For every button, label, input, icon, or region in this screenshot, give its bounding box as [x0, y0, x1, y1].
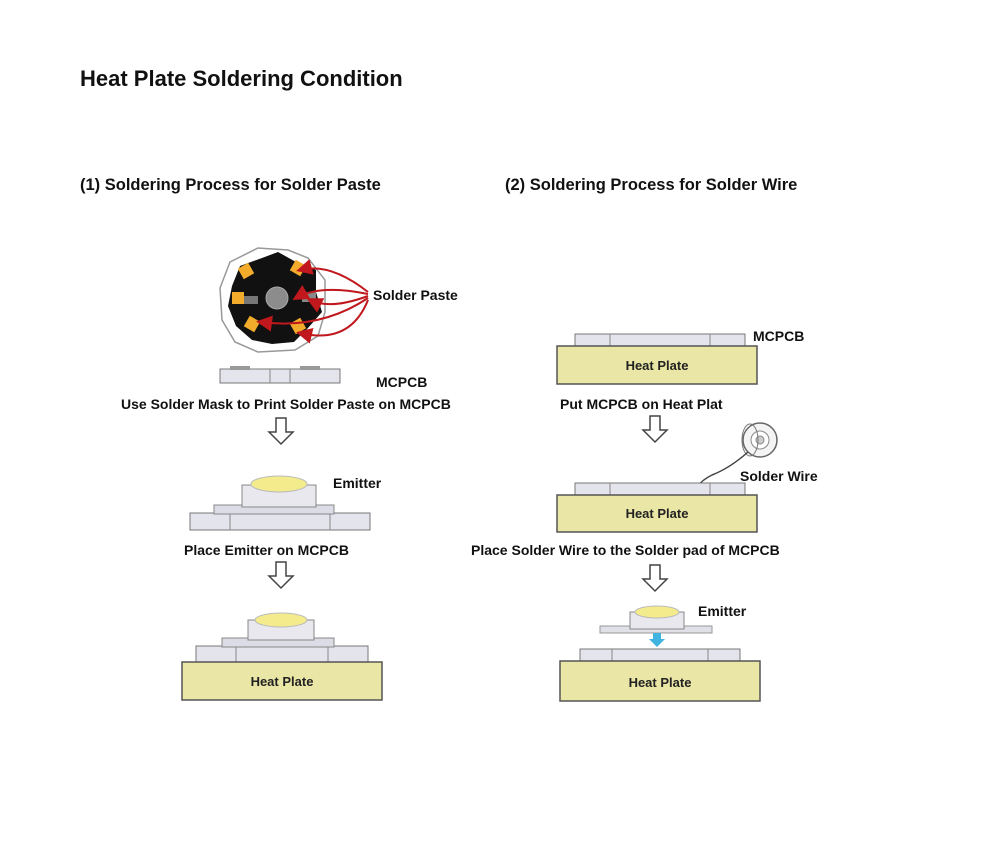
- hollow-down-arrow-icon: [642, 564, 668, 592]
- emitter-label: Emitter: [333, 475, 382, 491]
- right-step1-caption: Put MCPCB on Heat Plat: [560, 396, 723, 412]
- mcpcb-label: MCPCB: [753, 328, 805, 344]
- solder-paste-label: Solder Paste: [373, 287, 458, 303]
- page-title: Heat Plate Soldering Condition: [80, 66, 403, 91]
- emitter-on-mcpcb: [189, 475, 371, 531]
- heat-plate-label: Heat Plate: [626, 506, 689, 521]
- solder-wire-spool-icon: [697, 422, 778, 487]
- right-step2-caption: Place Solder Wire to the Solder pad of M…: [471, 542, 780, 558]
- hollow-down-arrow-icon: [268, 561, 294, 589]
- right-heading: (2) Soldering Process for Solder Wire: [505, 176, 798, 194]
- solder-wire-label: Solder Wire: [740, 468, 818, 484]
- emitter-placement: Heat Plate: [559, 605, 761, 702]
- final-assembly-left: Heat Plate: [181, 612, 383, 701]
- mcpcb-on-heat-plate-1: Heat Plate: [556, 333, 758, 385]
- mcpcb-board-1: [219, 366, 341, 384]
- left-heading: (1) Soldering Process for Solder Paste: [80, 176, 381, 194]
- emitter-label: Emitter: [698, 603, 747, 619]
- mcpcb-on-heat-plate-2: Heat Plate: [556, 482, 758, 533]
- hollow-down-arrow-icon: [642, 415, 668, 443]
- heat-plate-label: Heat Plate: [629, 675, 692, 690]
- solder-paste-pointer-arrows: [256, 259, 369, 344]
- left-step2-caption: Place Emitter on MCPCB: [184, 542, 349, 558]
- heat-plate-label: Heat Plate: [626, 358, 689, 373]
- placement-arrow-icon: [653, 633, 661, 639]
- hollow-down-arrow-icon: [268, 417, 294, 445]
- heat-plate-label: Heat Plate: [251, 674, 314, 689]
- left-step1-caption: Use Solder Mask to Print Solder Paste on…: [121, 396, 451, 412]
- star-mcpcb-icon: [219, 247, 326, 353]
- mcpcb-label: MCPCB: [376, 374, 428, 390]
